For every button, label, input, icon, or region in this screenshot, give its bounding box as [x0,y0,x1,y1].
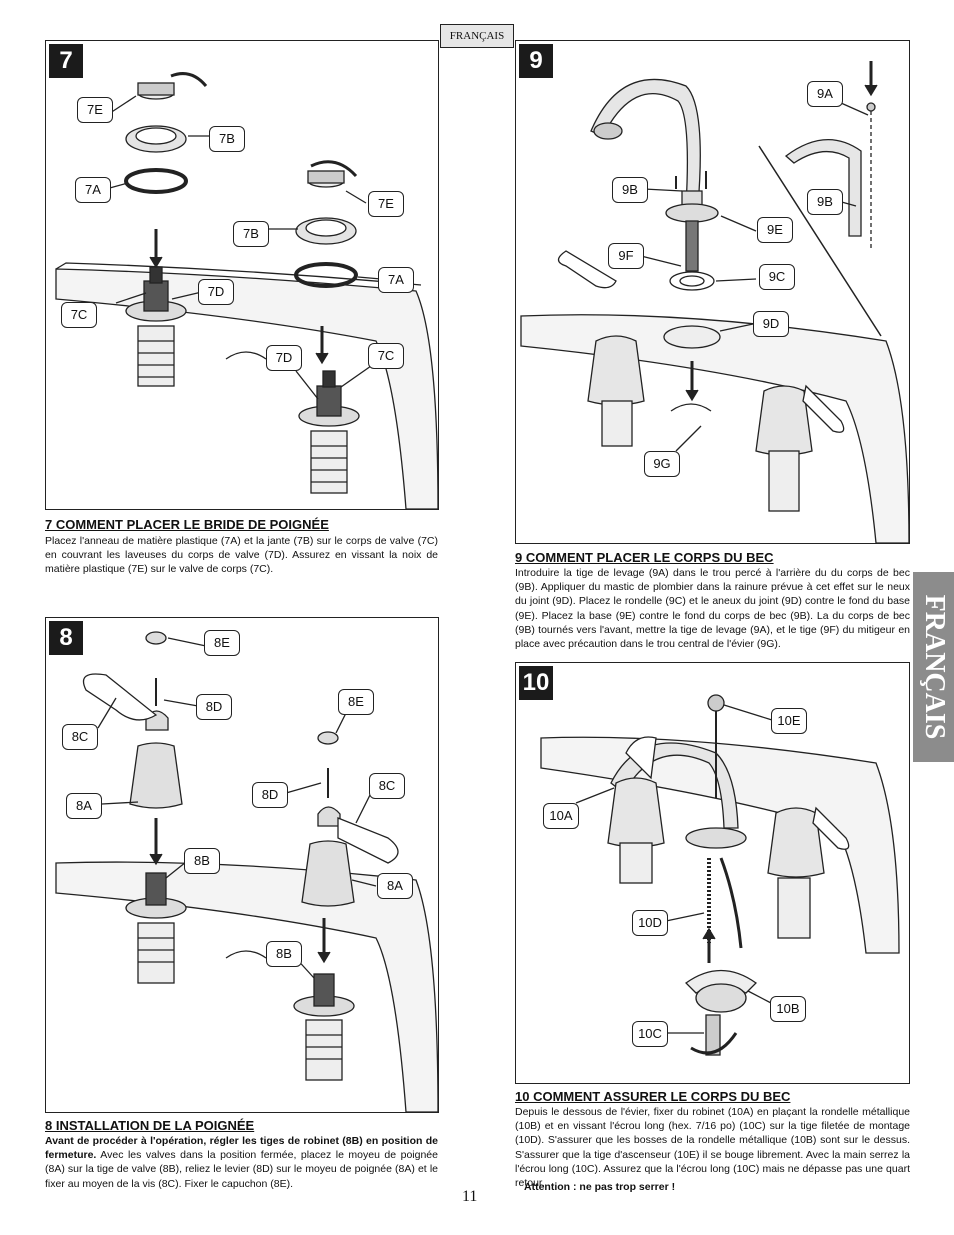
callout-10b: 10B [770,996,806,1022]
step9-title: 9 COMMENT PLACER LE CORPS DU BEC [515,550,774,565]
callout-7e-left: 7E [77,97,113,123]
callout-10e: 10E [771,708,807,734]
callout-9b-right: 9B [807,189,843,215]
callout-7c-right: 7C [368,343,404,369]
callout-8c-right: 8C [369,773,405,799]
callout-9d: 9D [753,311,789,337]
callout-8b-left: 8B [184,848,220,874]
step10-panel: 10 10E 10A 10D 10B 10C [515,662,910,1084]
callout-8d-left: 8D [196,694,232,720]
callout-7a-left: 7A [75,177,111,203]
callout-9b-left: 9B [612,177,648,203]
callout-8a-left: 8A [66,793,102,819]
callout-7b-left: 7B [209,126,245,152]
step9-body: Introduire la tige de levage (9A) dans l… [515,567,910,651]
callout-9c: 9C [759,264,795,290]
step8-body-bold: Avant de procéder à l'opération, régler … [45,1135,438,1162]
callout-7c-left: 7C [61,302,97,328]
callout-7d-left: 7D [198,279,234,305]
step10-number: 10 [519,666,553,700]
callout-8c-left: 8C [62,724,98,750]
callout-9a: 9A [807,81,843,107]
step7-title: 7 COMMENT PLACER LE BRIDE DE POIGNÉE [45,517,329,532]
step9-number: 9 [519,44,553,78]
callout-7d-right: 7D [266,345,302,371]
step7-body: Placez l'anneau de matière plastique (7A… [45,535,438,576]
page-number: 11 [462,1188,478,1205]
side-language-tab: FRANÇAIS [913,572,954,762]
callout-7b-right: 7B [233,221,269,247]
callout-9g: 9G [644,451,680,477]
step10-body: Depuis le dessous de l'évier, fixer du r… [515,1106,910,1190]
step8-body-text: Avec les valves dans la position fermée,… [45,1149,438,1190]
callout-8d-right: 8D [252,782,288,808]
step7-number: 7 [49,44,83,78]
callout-7e-right: 7E [368,191,404,217]
step8-panel: 8 8E 8D 8C 8A 8B 8E 8D 8C 8A 8B [45,617,439,1113]
callout-8e-left: 8E [204,630,240,656]
step9-illustration [520,61,909,543]
callout-10a: 10A [543,803,579,829]
callout-8b-right: 8B [266,941,302,967]
step7-illustration [55,72,438,509]
step10-illustration [540,694,900,1056]
callout-10d: 10D [632,910,668,936]
step8-body: Avant de procéder à l'opération, régler … [45,1134,438,1191]
step9-panel: 9 9A 9B 9B 9E 9F 9C 9D 9G [515,40,910,544]
step8-number: 8 [49,621,83,655]
callout-9e: 9E [757,217,793,243]
language-tab: FRANÇAIS [440,24,514,48]
side-language-label: FRANÇAIS [918,594,950,740]
step7-panel: 7 7E 7B 7A 7D 7C 7E 7B 7A 7D 7C [45,40,439,510]
step10-title: 10 COMMENT ASSURER LE CORPS DU BEC [515,1089,791,1104]
step10-attention: Attention : ne pas trop serrer ! [524,1181,676,1193]
callout-9f: 9F [608,243,644,269]
step8-title: 8 INSTALLATION DE LA POIGNÉE [45,1118,255,1133]
callout-7a-right: 7A [378,267,414,293]
callout-10c: 10C [632,1021,668,1047]
callout-8a-right: 8A [377,873,413,899]
step8-illustration [55,631,438,1112]
callout-8e-right: 8E [338,689,374,715]
